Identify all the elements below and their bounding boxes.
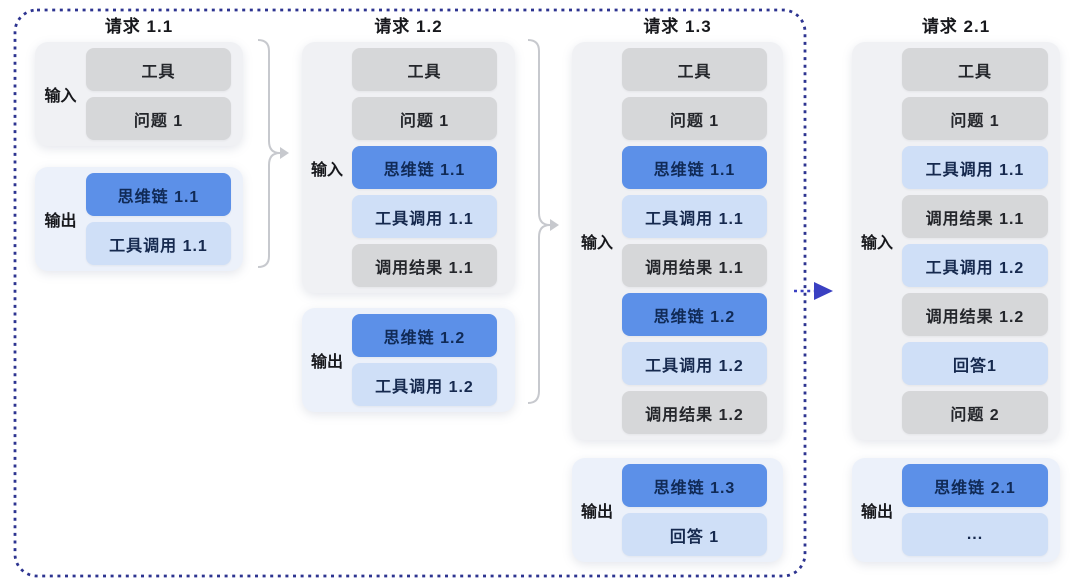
- group-label: 输出: [860, 504, 893, 521]
- group-label: 输入: [310, 161, 343, 179]
- message-box: 思维链 1.1: [622, 146, 767, 189]
- column-title: 请求 1.2: [374, 17, 443, 36]
- column-title: 请求 1.3: [643, 17, 712, 36]
- output-group: 输出思维链 2.1...: [852, 458, 1060, 562]
- group-label: 输出: [580, 504, 613, 521]
- message-box: 调用结果 1.1: [902, 195, 1048, 238]
- message-box: 问题 1: [352, 97, 497, 140]
- group-label: 输入: [580, 235, 613, 252]
- message-box: 工具: [352, 48, 497, 91]
- message-box: 回答 1: [622, 513, 767, 556]
- message-box: 工具调用 1.2: [352, 363, 497, 406]
- output-group: 输出思维链 1.2 工具调用 1.2: [302, 308, 515, 412]
- message-box: 问题 1: [86, 97, 231, 140]
- message-box: 调用结果 1.2: [902, 293, 1048, 336]
- message-box: 问题 1: [902, 97, 1048, 140]
- message-box: 工具: [86, 48, 231, 91]
- message-box: 思维链 1.1: [352, 146, 497, 189]
- message-box: 工具调用 1.1: [902, 146, 1048, 189]
- message-box: 思维链 2.1: [902, 464, 1048, 507]
- input-group: 输入 工具问题 1 思维链 1.1 工具调用 1.1 调用结果 1.1 思维链 1.2 工具…: [572, 42, 783, 440]
- group-label: 输入: [44, 88, 77, 105]
- group-label: 输入: [860, 235, 893, 252]
- message-box: 回答1: [902, 342, 1048, 385]
- group-label: 输出: [44, 213, 77, 230]
- message-box: 调用结果 1.2: [622, 391, 767, 434]
- input-group: 输入工具问题 1: [35, 42, 243, 146]
- message-box: 调用结果 1.1: [622, 244, 767, 287]
- input-group: 输入 工具问题 1 工具调用 1.1 调用结果 1.1 工具调用 1.2 调用结果 1.2…: [852, 42, 1060, 440]
- message-box: 工具: [902, 48, 1048, 91]
- message-box: ...: [902, 513, 1048, 556]
- message-box: 思维链 1.3: [622, 464, 767, 507]
- message-box: 问题 1: [622, 97, 767, 140]
- column-title: 请求 1.1: [104, 17, 174, 36]
- message-box: 思维链 1.1: [86, 173, 231, 216]
- output-group: 输出思维链 1.3 回答 1: [572, 458, 783, 562]
- input-group: 输入 工具问题 1 思维链 1.1 工具调用 1.1 调用结果 1.1: [302, 42, 515, 293]
- message-box: 问题 2: [902, 391, 1048, 434]
- output-group: 输出思维链 1.1 工具调用 1.1: [35, 167, 243, 271]
- message-box: 思维链 1.2: [622, 293, 767, 336]
- next-request-arrow: [794, 282, 833, 300]
- message-box: 工具调用 1.2: [902, 244, 1048, 287]
- column-title: 请求 2.1: [921, 17, 991, 36]
- message-box: 工具调用 1.2: [622, 342, 767, 385]
- message-box: 工具调用 1.1: [86, 222, 231, 265]
- message-box: 工具调用 1.1: [622, 195, 767, 238]
- group-label: 输出: [310, 354, 343, 371]
- message-box: 调用结果 1.1: [352, 244, 497, 287]
- message-box: 工具: [622, 48, 767, 91]
- brace-request2-to-request3: [527, 39, 559, 404]
- message-box: 工具调用 1.1: [352, 195, 497, 238]
- message-box: 思维链 1.2: [352, 314, 497, 357]
- brace-request1-to-request2: [257, 39, 289, 268]
